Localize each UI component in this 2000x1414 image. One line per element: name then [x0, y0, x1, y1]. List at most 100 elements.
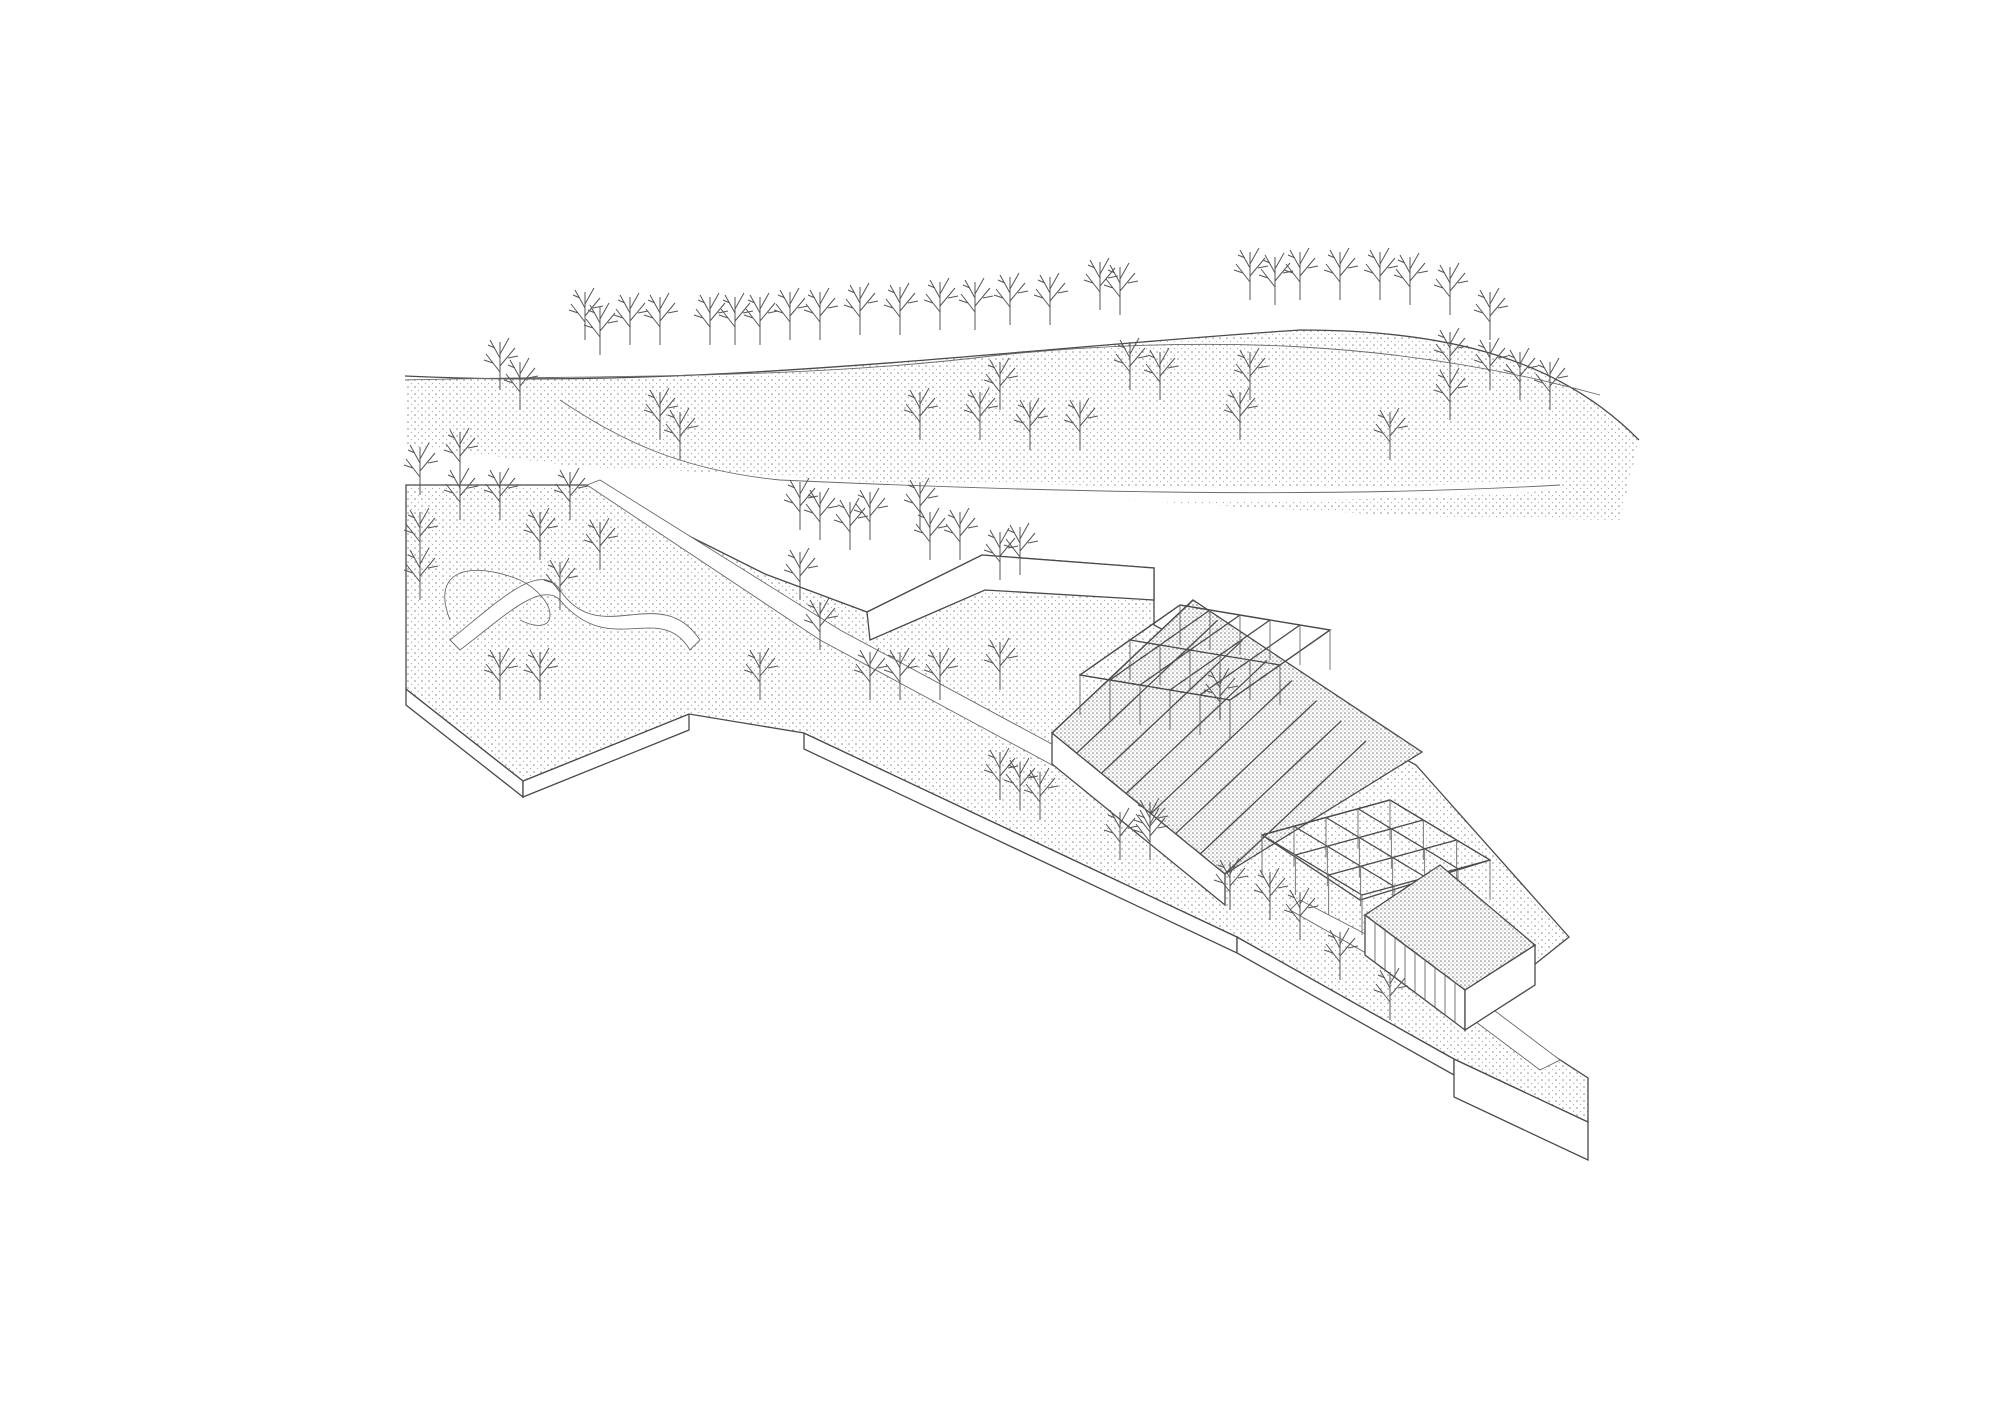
tree-branches	[1143, 347, 1179, 400]
tree-branches	[843, 282, 879, 335]
tree	[503, 357, 539, 410]
tree	[483, 467, 519, 520]
tree-branches	[983, 527, 1019, 580]
tree	[883, 282, 919, 335]
upper-hill-band	[404, 329, 1640, 520]
tree	[923, 647, 959, 700]
tree-branches	[1373, 407, 1409, 460]
pergola-south	[1260, 799, 1492, 935]
tree	[843, 282, 879, 335]
tree	[403, 442, 439, 495]
glass-pavilion	[1363, 864, 1537, 1032]
tree-branches	[1233, 247, 1269, 300]
roof-ridge	[1150, 680, 1293, 815]
tree	[543, 557, 579, 610]
tree	[983, 357, 1019, 410]
tree-branches	[403, 442, 439, 495]
tree-branches	[403, 507, 439, 560]
tree-branches	[613, 292, 649, 345]
tree	[1083, 257, 1119, 310]
tree-branches	[1103, 262, 1139, 315]
tree	[943, 507, 979, 560]
tree-branches	[1113, 337, 1149, 390]
tree-branches	[1533, 357, 1569, 410]
tree	[583, 302, 619, 355]
pergola-beam	[1293, 825, 1395, 887]
tree	[523, 647, 559, 700]
tree-branches	[743, 647, 779, 700]
tree	[483, 337, 519, 390]
tree	[1363, 247, 1399, 300]
tree-branches	[1473, 287, 1509, 340]
tree	[1283, 247, 1319, 300]
tree-branches	[1283, 247, 1319, 300]
tree	[1323, 927, 1359, 980]
tree-branches	[1373, 967, 1409, 1020]
tree	[643, 292, 679, 345]
tree	[443, 467, 479, 520]
tree	[743, 292, 779, 345]
tree-branches	[1023, 767, 1059, 820]
pergola-beam	[1261, 834, 1363, 896]
tree	[1203, 667, 1239, 720]
tree-branches	[1258, 252, 1294, 305]
tree-branches	[643, 387, 679, 440]
tree-branches	[443, 427, 479, 480]
tree-branches	[773, 287, 809, 340]
tree-branches	[443, 467, 479, 520]
tree	[1003, 522, 1039, 575]
tree	[1473, 287, 1509, 340]
tree	[483, 647, 519, 700]
tree	[1143, 347, 1179, 400]
tree	[903, 477, 939, 530]
tree	[613, 292, 649, 345]
tree	[853, 647, 889, 700]
tree	[923, 277, 959, 330]
tree	[1258, 252, 1294, 305]
tree	[1373, 967, 1409, 1020]
tree	[1013, 397, 1049, 450]
tree	[783, 547, 819, 600]
tree	[568, 287, 604, 340]
tree	[1213, 857, 1249, 910]
roof-ridge	[1224, 740, 1367, 875]
tree	[443, 427, 479, 480]
tree	[1033, 272, 1069, 325]
tree	[403, 507, 439, 560]
greenhouse-building	[1051, 599, 1424, 907]
pergola-beam	[1079, 674, 1231, 701]
pergola-beam	[1325, 816, 1427, 879]
tree	[1223, 387, 1259, 440]
tree	[718, 292, 754, 345]
tree-branches	[803, 287, 839, 340]
tree	[1503, 347, 1539, 400]
tree	[963, 387, 999, 440]
tree-branches	[483, 647, 519, 700]
tree-branches	[403, 547, 439, 600]
tree	[913, 507, 949, 560]
tree	[983, 637, 1019, 690]
tree	[983, 527, 1019, 580]
tree	[1473, 337, 1509, 390]
tree	[1433, 367, 1469, 420]
tree-branches	[983, 357, 1019, 410]
tree	[803, 597, 839, 650]
tree	[643, 387, 679, 440]
tree-branches	[1063, 397, 1099, 450]
pergola-beam	[1389, 799, 1491, 861]
tree-branches	[1323, 927, 1359, 980]
tree	[1233, 347, 1269, 400]
tree-branches	[803, 597, 839, 650]
pergola-north	[1078, 604, 1332, 740]
tree	[553, 467, 589, 520]
tree-branches	[1003, 522, 1039, 575]
tree-branches	[1433, 262, 1469, 315]
tree	[993, 272, 1029, 325]
tree	[743, 647, 779, 700]
roof-ridge	[1175, 700, 1318, 835]
tree-branches	[1323, 247, 1359, 300]
tree	[1063, 397, 1099, 450]
tree-branches	[913, 507, 949, 560]
tree	[958, 277, 994, 330]
tree-branches	[1393, 252, 1429, 305]
